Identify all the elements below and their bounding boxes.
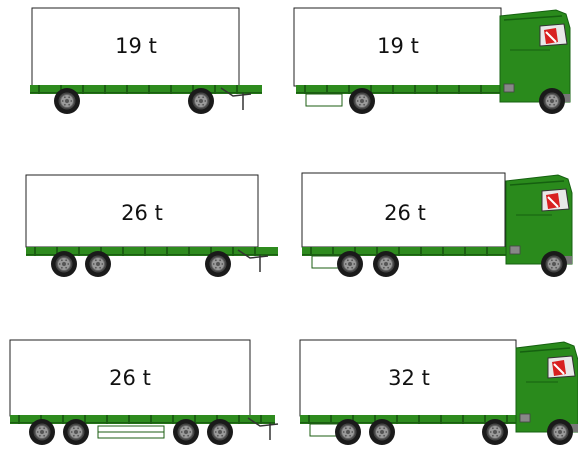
wheel bbox=[539, 88, 565, 114]
cargo-box bbox=[10, 340, 250, 416]
wheel bbox=[373, 251, 399, 277]
trailer-trailer-2axle bbox=[30, 8, 262, 114]
wheel bbox=[188, 88, 214, 114]
cargo-box bbox=[302, 173, 505, 247]
wheel bbox=[63, 419, 89, 445]
wheel bbox=[349, 88, 375, 114]
wheel bbox=[335, 419, 361, 445]
fuel-tank bbox=[504, 84, 514, 92]
wheel bbox=[51, 251, 77, 277]
wheel bbox=[29, 419, 55, 445]
truck-truck-2axle bbox=[294, 8, 570, 114]
wheel bbox=[541, 251, 567, 277]
trailer-trailer-4axle bbox=[10, 340, 278, 445]
wheel bbox=[85, 251, 111, 277]
fuel-tank bbox=[520, 414, 530, 422]
wheel bbox=[205, 251, 231, 277]
wheel bbox=[547, 419, 573, 445]
wheel bbox=[369, 419, 395, 445]
wheel bbox=[173, 419, 199, 445]
truck-cab bbox=[500, 10, 570, 102]
cargo-box bbox=[26, 175, 258, 247]
wheel bbox=[482, 419, 508, 445]
trailer-trailer-3axle bbox=[26, 175, 278, 277]
wheel bbox=[207, 419, 233, 445]
truck-truck-4axle bbox=[300, 340, 578, 445]
fuel-tank bbox=[510, 246, 520, 254]
cargo-box bbox=[300, 340, 516, 416]
cargo-box bbox=[294, 8, 501, 86]
truck-cab bbox=[516, 342, 578, 432]
wheel bbox=[54, 88, 80, 114]
truck-cab bbox=[506, 175, 572, 264]
truck-truck-3axle bbox=[302, 173, 572, 277]
cargo-box bbox=[32, 8, 239, 86]
side-guard bbox=[306, 94, 342, 106]
wheel bbox=[337, 251, 363, 277]
